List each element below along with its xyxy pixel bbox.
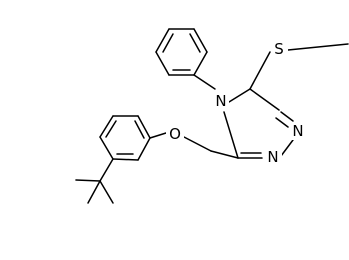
ether-oxygen-label: O	[169, 125, 181, 143]
aromatic-inner-bond	[162, 33, 174, 53]
phenyl-ring	[155, 28, 208, 76]
s-methyl-bond	[287, 43, 349, 51]
bond	[223, 111, 239, 159]
bond	[155, 28, 170, 53]
triazole-ring	[223, 88, 294, 159]
bond	[87, 180, 101, 204]
bond	[228, 88, 251, 103]
bond	[99, 115, 114, 138]
c5-ch2-bond	[210, 150, 239, 159]
nitrogen-1-label: N	[267, 148, 278, 166]
nitrogen-4-label: N	[215, 92, 226, 110]
bond	[99, 158, 114, 182]
bond	[280, 139, 294, 157]
bond	[193, 28, 208, 53]
aromatic-inner-bond	[105, 120, 117, 138]
bond	[137, 137, 151, 161]
bond	[112, 158, 139, 161]
aryloxy-ring	[99, 115, 151, 161]
tert-butyl-group	[75, 158, 114, 204]
bond	[99, 180, 114, 204]
o-aryl-bond	[149, 132, 167, 139]
aromatic-inner-bond	[134, 120, 145, 139]
ch2-o-bond	[183, 136, 212, 152]
c3-s-bond	[249, 51, 271, 90]
bond	[193, 51, 208, 76]
aromatic-inner-bond	[189, 33, 201, 53]
bond	[249, 88, 280, 111]
bond	[155, 51, 170, 76]
sulfur-label: S	[274, 40, 284, 58]
phenyl-n4-bond	[193, 74, 216, 90]
double-bond-inner	[275, 117, 289, 128]
bond	[99, 136, 114, 160]
double-bond-outer	[280, 111, 294, 122]
nitrogen-2-label: N	[292, 122, 303, 140]
bond	[137, 115, 151, 139]
bond	[75, 179, 101, 182]
